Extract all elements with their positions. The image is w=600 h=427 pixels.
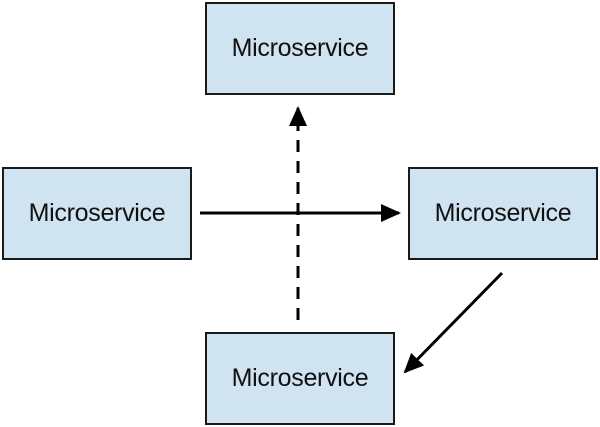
microservice-box-right: Microservice — [408, 167, 598, 260]
microservice-box-bottom: Microservice — [205, 332, 395, 425]
arrow-right-to-bottom — [403, 271, 504, 374]
microservice-box-top: Microservice — [205, 2, 395, 95]
microservice-box-left: Microservice — [2, 167, 192, 260]
microservice-label-top: Microservice — [231, 34, 369, 62]
microservice-label-left: Microservice — [28, 199, 166, 227]
microservice-label-right: Microservice — [434, 199, 572, 227]
microservice-label-bottom: Microservice — [231, 364, 369, 392]
